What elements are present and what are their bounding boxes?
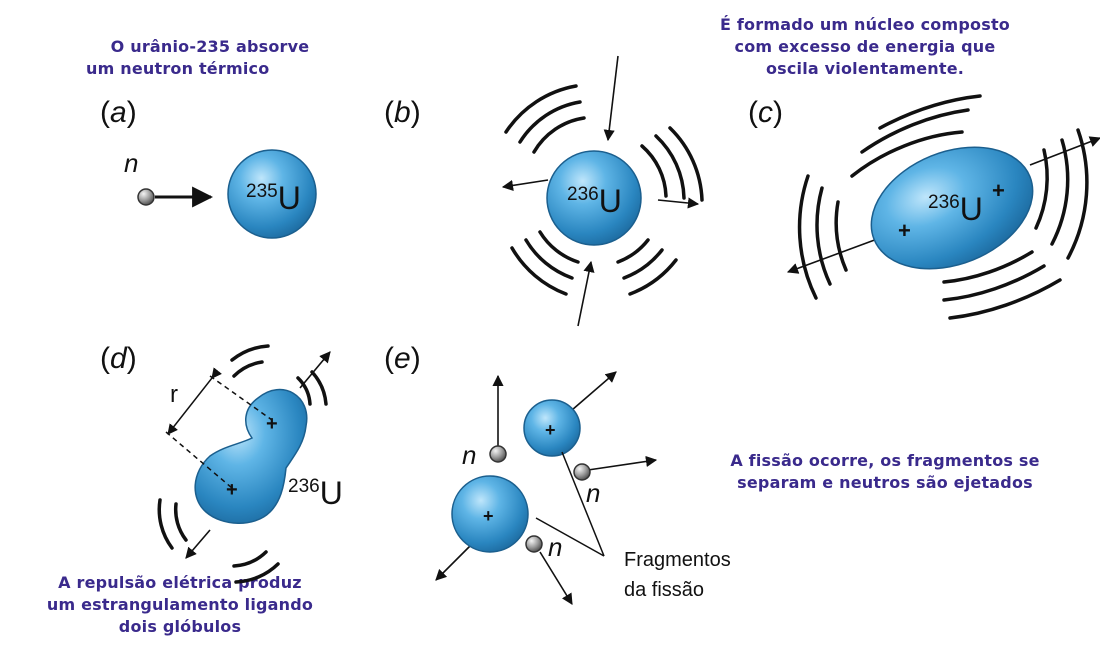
caption-a: O urânio-235 absorve um neutron térmico: [60, 36, 360, 80]
panel-label-a: (a): [100, 96, 137, 129]
u235-label: 235U: [246, 180, 301, 216]
plus-c-2: +: [992, 178, 1005, 203]
arrow-b-left: [501, 179, 549, 191]
u236-label-d: 236U: [288, 475, 343, 511]
nucleus-u235: [227, 149, 317, 239]
r-label: r: [170, 381, 178, 408]
arrow-b-bottom: [577, 260, 595, 327]
panel-d-graphic: + + r 236U: [157, 344, 343, 584]
nucleus-u236-b: [546, 150, 642, 246]
nucleus-u236-d: [194, 388, 308, 524]
panel-label-b: (b): [384, 96, 421, 129]
fragments-label-line2: da fissão: [624, 579, 704, 601]
neutron-e-2: [573, 463, 591, 481]
u236-symbol-b: U: [599, 183, 622, 219]
caption-c: É formado um núcleo composto com excesso…: [690, 14, 1040, 80]
fragments-label: Fragmentos da fissão: [624, 549, 736, 601]
fragment-large: [451, 475, 529, 553]
caption-d: A repulsão elétrica produz um estrangula…: [0, 572, 360, 638]
panel-label-e: (e): [384, 342, 421, 375]
u236-mass-d: 236: [288, 476, 320, 497]
plus-e-1: +: [545, 420, 556, 440]
panel-letter-d: d: [110, 342, 127, 375]
panel-letter-c: c: [758, 96, 773, 129]
u235-symbol: U: [278, 180, 301, 216]
fragments-label-line1: Fragmentos: [624, 549, 731, 571]
u236-label-b: 236U: [567, 183, 622, 219]
caption-a-line1: O urânio-235 absorve: [110, 37, 310, 56]
neutron-e-1-label: n: [462, 440, 476, 470]
panel-label-c: (c): [748, 96, 783, 129]
neutron-a: [137, 188, 155, 206]
caption-c-line3: oscila violentamente.: [765, 59, 965, 78]
fragment-pointer-2: [535, 517, 605, 557]
panel-letter-e: e: [394, 342, 411, 375]
caption-d-line3: dois glóbulos: [118, 617, 242, 636]
arrow-e-large-frag: [435, 545, 471, 581]
panel-c-graphic: + + 236U: [786, 94, 1100, 320]
u236-symbol-c: U: [960, 191, 983, 227]
r-dashed-bottom: [165, 431, 233, 489]
neutron-e-2-label: n: [586, 478, 600, 508]
arrow-e-neutron-2: [587, 455, 658, 471]
panel-b-graphic: 236U: [501, 55, 704, 327]
neutron-e-3-label: n: [548, 532, 562, 562]
arrow-d-up: [299, 351, 331, 389]
arrow-d-down: [185, 529, 211, 559]
caption-a-line2: um neutron térmico: [86, 59, 270, 78]
plus-d-2: +: [226, 479, 238, 501]
fragment-small: [523, 399, 581, 457]
caption-d-line1: A repulsão elétrica produz: [58, 573, 302, 592]
caption-e-line2: separam e neutros são ejetados: [737, 473, 1033, 492]
caption-d-line2: um estrangulamento ligando: [46, 595, 314, 614]
caption-c-line1: É formado um núcleo composto: [720, 15, 1010, 34]
neutron-a-label: n: [124, 148, 138, 178]
vibration-arcs-d: [157, 344, 328, 584]
arrow-b-right: [657, 197, 700, 209]
nucleus-u236-c: [870, 146, 1034, 270]
neutron-e-3: [525, 535, 543, 553]
panel-label-d: (d): [100, 342, 137, 375]
u235-mass: 235: [246, 181, 278, 202]
caption-e-line1: A fissão ocorre, os fragmentos se: [730, 451, 1040, 470]
r-dimension-line: [167, 367, 222, 435]
arrow-b-top: [603, 55, 619, 142]
fragment-pointer-1: [561, 451, 605, 557]
u236-label-c: 236U: [928, 191, 983, 227]
panel-e-graphic: + + n n n Fragmentos da fissão: [435, 371, 736, 605]
arrow-e-neutron-3: [539, 551, 573, 605]
u236-mass-b: 236: [567, 184, 599, 205]
vibration-arcs-c: [797, 94, 1089, 320]
u236-mass-c: 236: [928, 192, 960, 213]
panel-a-graphic: n 235U: [124, 148, 317, 239]
panel-letter-a: a: [110, 96, 127, 129]
vibration-arcs-b: [504, 84, 704, 296]
plus-e-2: +: [483, 506, 494, 526]
caption-c-line2: com excesso de energia que: [734, 37, 996, 56]
plus-d-1: +: [266, 413, 278, 435]
neutron-e-1: [489, 445, 507, 463]
u236-symbol-d: U: [320, 475, 343, 511]
plus-c-1: +: [898, 218, 911, 243]
panel-letter-b: b: [394, 96, 411, 129]
caption-e: A fissão ocorre, os fragmentos se separa…: [700, 450, 1070, 494]
arrow-e-small-frag: [571, 371, 617, 411]
